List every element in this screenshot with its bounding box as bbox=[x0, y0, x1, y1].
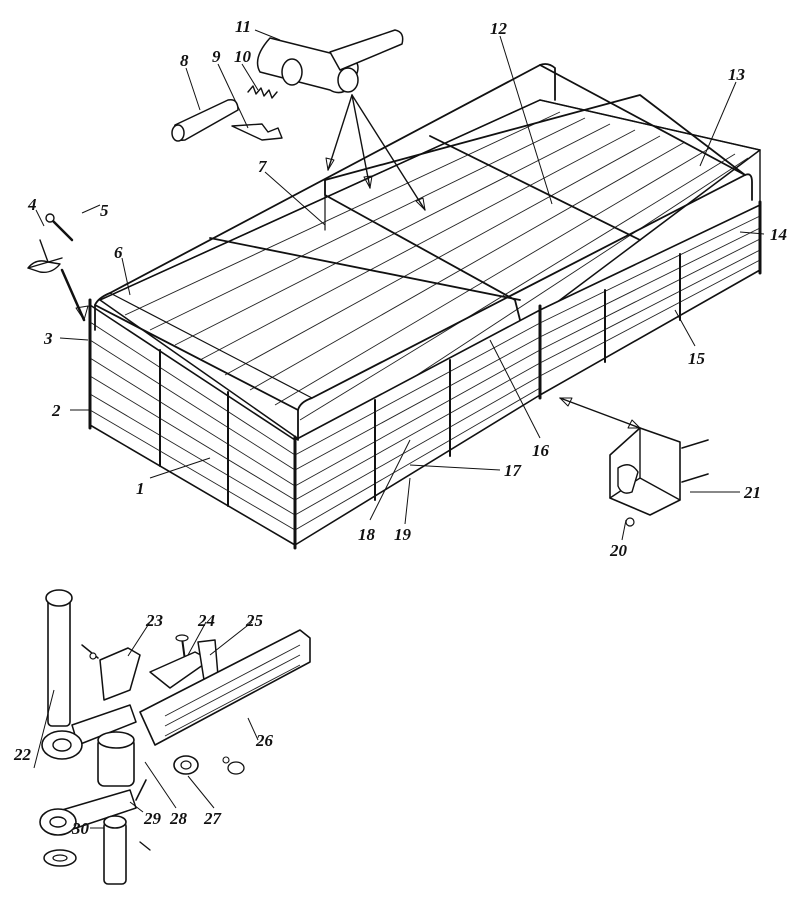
callout-13: 13 bbox=[728, 65, 746, 84]
callout-19: 19 bbox=[394, 525, 412, 544]
callout-21: 21 bbox=[743, 483, 761, 502]
callout-labels: 1 2 3 4 5 6 7 8 9 10 11 12 13 14 15 16 1… bbox=[13, 17, 787, 838]
callout-8: 8 bbox=[180, 51, 189, 70]
callout-22: 22 bbox=[13, 745, 32, 764]
callout-30: 30 bbox=[71, 819, 90, 838]
key-plate bbox=[231, 123, 283, 141]
t-joint-tube bbox=[256, 29, 404, 94]
callout-20: 20 bbox=[609, 541, 628, 560]
spring bbox=[247, 85, 278, 99]
callout-4: 4 bbox=[27, 195, 37, 214]
callout-14: 14 bbox=[770, 225, 787, 244]
callout-24: 24 bbox=[197, 611, 215, 630]
right-side-planks bbox=[539, 215, 761, 377]
callout-6: 6 bbox=[114, 243, 123, 262]
leader-lines bbox=[33, 29, 765, 829]
joint-arrows bbox=[325, 94, 426, 211]
cargo-body bbox=[88, 63, 762, 550]
callout-9: 9 bbox=[212, 47, 221, 66]
callout-7: 7 bbox=[258, 157, 268, 176]
callout-3: 3 bbox=[43, 329, 53, 348]
canopy-joint-parts bbox=[171, 29, 426, 211]
hinge-assembly bbox=[39, 589, 311, 885]
callout-2: 2 bbox=[51, 401, 61, 420]
callout-12: 12 bbox=[490, 19, 508, 38]
strap-hatching bbox=[164, 644, 301, 737]
callout-28: 28 bbox=[169, 809, 188, 828]
callout-26: 26 bbox=[255, 731, 274, 750]
callout-17: 17 bbox=[504, 461, 523, 480]
canopy-frame bbox=[94, 63, 753, 441]
callout-10: 10 bbox=[234, 47, 252, 66]
side-lock-bracket bbox=[559, 397, 709, 527]
pin-tube bbox=[171, 98, 239, 142]
callout-25: 25 bbox=[245, 611, 264, 630]
pin-and-cotter bbox=[27, 213, 89, 322]
callout-15: 15 bbox=[688, 349, 706, 368]
callout-29: 29 bbox=[143, 809, 162, 828]
callout-27: 27 bbox=[203, 809, 223, 828]
front-board-planks bbox=[89, 321, 296, 531]
callout-5: 5 bbox=[100, 201, 109, 220]
callout-11: 11 bbox=[235, 17, 251, 36]
callout-23: 23 bbox=[145, 611, 164, 630]
callout-18: 18 bbox=[358, 525, 376, 544]
left-side-planks bbox=[294, 322, 541, 531]
callout-16: 16 bbox=[532, 441, 550, 460]
callout-1: 1 bbox=[136, 479, 145, 498]
